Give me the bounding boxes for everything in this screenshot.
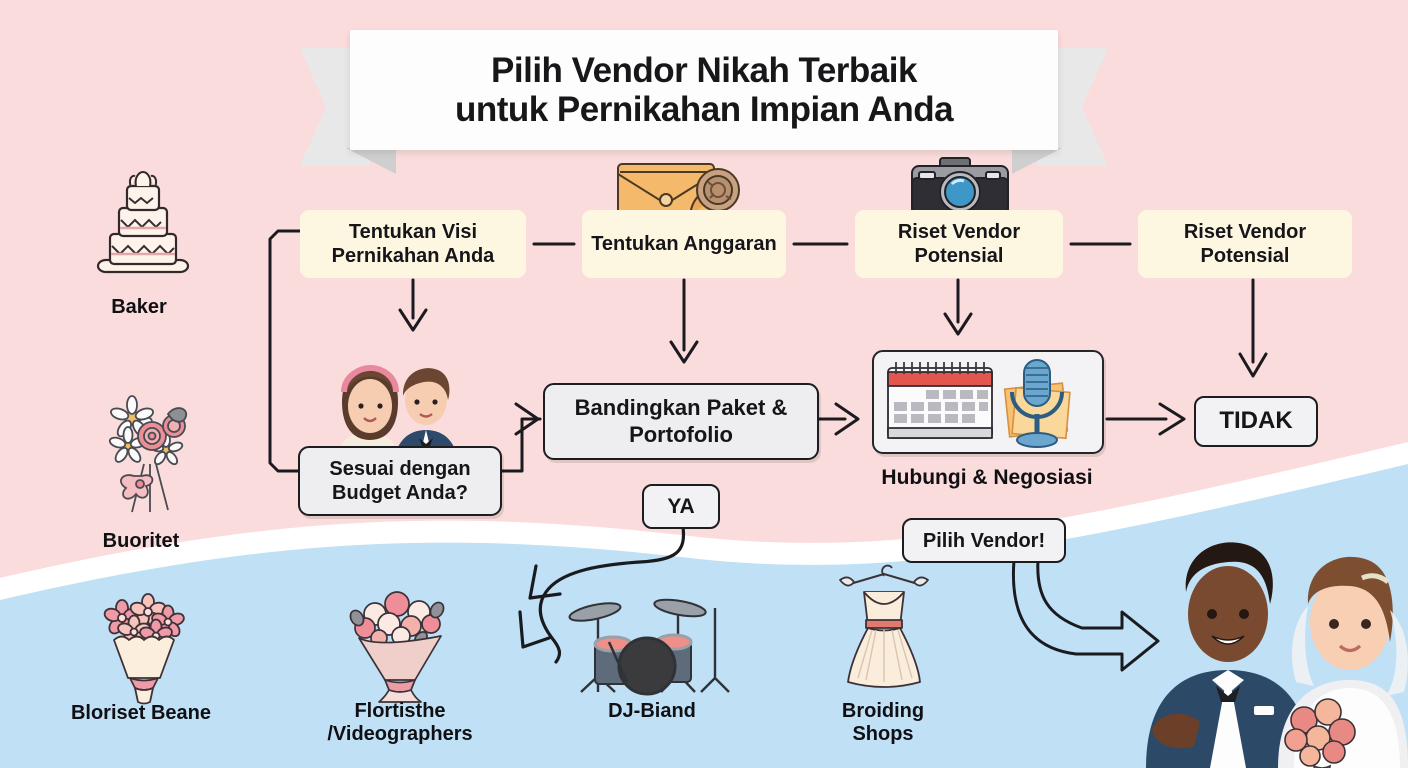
decision-budget[interactable]: Sesuai dengan Budget Anda? bbox=[298, 446, 502, 516]
flower-bouquet-icon bbox=[104, 395, 200, 520]
flow-step-3[interactable]: Riset Vendor Potensial bbox=[855, 210, 1063, 278]
calendar-microphone-icon bbox=[887, 359, 1071, 448]
page-title-line2: untuk Pernikahan Impian Anda bbox=[454, 90, 954, 129]
envelope-budget-icon bbox=[614, 160, 752, 222]
cat-label-djband: DJ-Biand bbox=[608, 700, 696, 722]
cat-label-buoritet: Buoritet bbox=[102, 530, 180, 552]
cat-label-bloriset: Bloriset Beane bbox=[70, 702, 212, 724]
pink-bouquet-icon bbox=[96, 592, 192, 705]
calendar-microphone-card bbox=[872, 350, 1104, 454]
bride-groom-illustration bbox=[1128, 530, 1408, 768]
flow-step-1[interactable]: Tentukan Visi Pernikahan Anda bbox=[300, 210, 526, 278]
flow-step-2[interactable]: Tentukan Anggaran bbox=[582, 210, 786, 278]
cat-label-baker: Baker bbox=[111, 296, 167, 318]
cat-label-broiding: Broiding Shops bbox=[841, 700, 925, 745]
compare-packages-box[interactable]: Bandingkan Paket & Portofolio bbox=[543, 383, 819, 460]
wedding-cake-icon bbox=[88, 170, 198, 290]
branch-no-label[interactable]: TIDAK bbox=[1194, 396, 1318, 447]
camera-icon bbox=[910, 157, 1010, 220]
drum-kit-icon bbox=[565, 592, 740, 697]
wedding-dress-icon bbox=[830, 562, 938, 692]
title-banner: Pilih Vendor Nikah Terbaik untuk Pernika… bbox=[350, 30, 1058, 150]
negotiate-label: Hubungi & Negosiasi bbox=[881, 466, 1093, 489]
title-ribbon: Pilih Vendor Nikah Terbaik untuk Pernika… bbox=[300, 30, 1108, 174]
page-title-line1: Pilih Vendor Nikah Terbaik bbox=[491, 50, 917, 90]
tall-bouquet-icon bbox=[345, 588, 455, 704]
branch-yes-label[interactable]: YA bbox=[642, 484, 720, 529]
choose-vendor-label[interactable]: Pilih Vendor! bbox=[902, 518, 1066, 563]
cat-label-flortisthe: Flortisthe /Videographers bbox=[327, 700, 473, 745]
flow-step-4[interactable]: Riset Vendor Potensial bbox=[1138, 210, 1352, 278]
